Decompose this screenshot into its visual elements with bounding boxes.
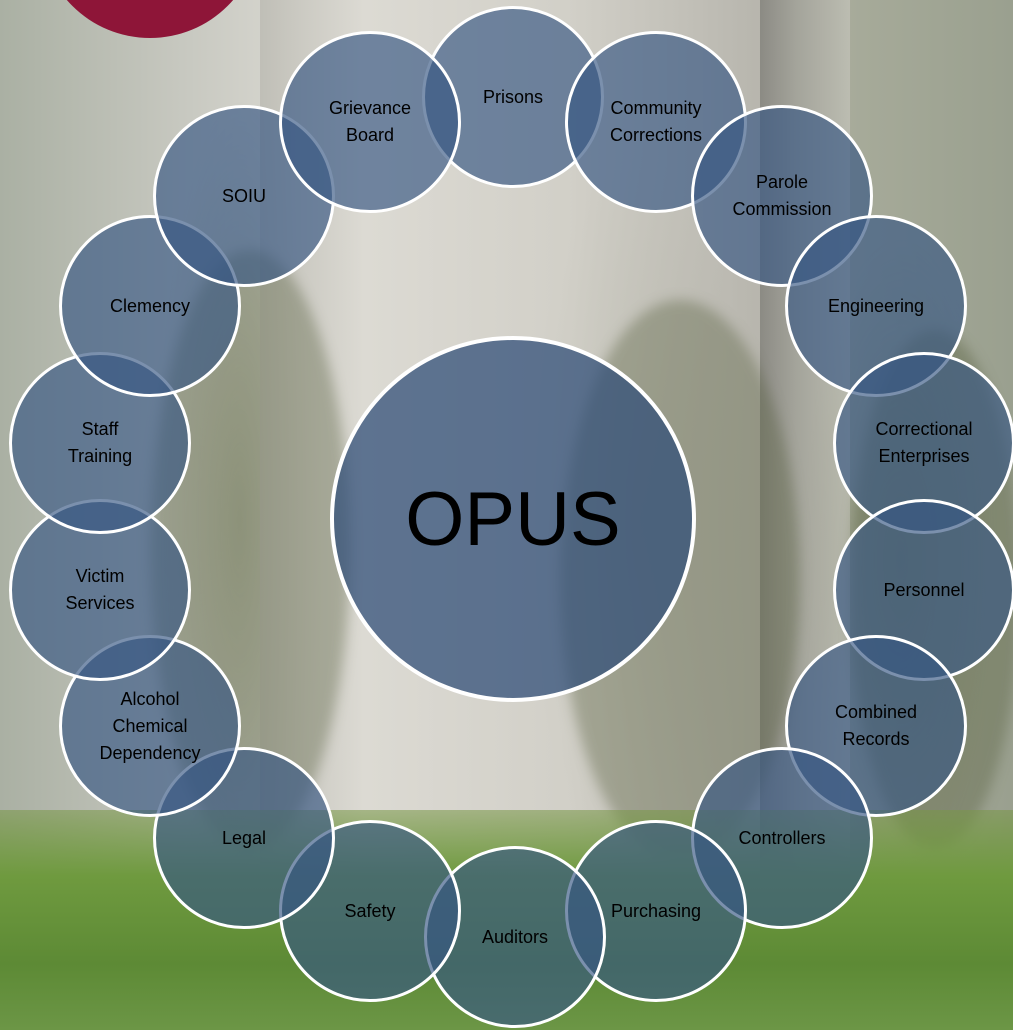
unit-label: Personnel [883, 579, 965, 600]
unit-label: SOIU [221, 185, 266, 206]
unit-label: Combined Records [834, 702, 918, 749]
unit-label: Parole Commission [732, 172, 832, 219]
hub-node-opus: OPUS [330, 336, 696, 702]
hub-label: OPUS [405, 476, 621, 562]
unit-node-legal: Legal [153, 747, 335, 929]
unit-label: Prisons [482, 86, 544, 107]
unit-label: Grievance Board [328, 98, 412, 145]
unit-label: Engineering [827, 295, 925, 316]
unit-label: Clemency [109, 295, 191, 316]
unit-node-grievance-board: Grievance Board [279, 31, 461, 213]
unit-label: Safety [344, 900, 396, 921]
unit-label: Staff Training [67, 419, 133, 466]
unit-label: Correctional Enterprises [875, 419, 973, 466]
unit-label: Controllers [738, 827, 826, 848]
unit-label: Legal [221, 827, 267, 848]
unit-label: Victim Services [65, 566, 135, 613]
unit-node-controllers: Controllers [691, 747, 873, 929]
unit-label: Alcohol Chemical Dependency [99, 688, 201, 763]
unit-label: Auditors [481, 926, 549, 947]
unit-label: Community Corrections [609, 98, 703, 145]
unit-label: Purchasing [610, 900, 702, 921]
